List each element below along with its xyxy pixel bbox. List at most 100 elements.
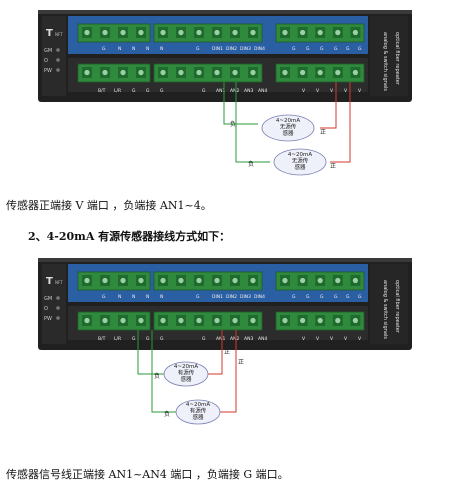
bottom-terminal-label: AN2 xyxy=(230,336,239,342)
led-label: GM xyxy=(44,296,52,302)
device-side-label: NFT xyxy=(55,280,63,285)
wire-red-2 xyxy=(330,82,351,163)
sensor-ellipse xyxy=(273,148,327,176)
terminal-screw xyxy=(102,277,108,284)
terminal-screw xyxy=(300,277,306,284)
terminal-screw xyxy=(352,69,358,76)
bottom-terminal-label: AN1 xyxy=(216,336,225,342)
sensor-label: 4~20mA xyxy=(186,402,210,408)
wire-green-2 xyxy=(235,82,270,163)
terminal-screw xyxy=(178,317,184,324)
terminal-screw xyxy=(250,69,256,76)
bottom-terminal-label: V xyxy=(330,88,334,94)
top-terminal-label: DIN4 xyxy=(254,294,265,300)
terminal-screw xyxy=(120,29,126,36)
brand-text: analog & switch signals xyxy=(382,280,388,339)
led-label: PW xyxy=(44,316,52,322)
terminal-screw xyxy=(178,29,184,36)
bottom-terminal-label: G xyxy=(146,88,150,94)
top-terminal-label: N xyxy=(146,294,149,300)
top-terminal-label: G xyxy=(292,46,296,52)
sensor-label: 无源传 xyxy=(280,123,297,131)
led-label: PW xyxy=(44,68,52,74)
terminal-screw xyxy=(160,69,166,76)
bottom-terminal-label: L/R xyxy=(114,336,121,342)
wire-green-1 xyxy=(223,82,258,125)
terminal-screw xyxy=(352,277,358,284)
bottom-terminal-label: V xyxy=(316,88,320,94)
terminal-screw xyxy=(102,69,108,76)
wire-green-1 xyxy=(137,330,166,375)
terminal-block-top xyxy=(153,23,263,43)
sensor-label: 感器 xyxy=(294,163,306,171)
wire-green-2 xyxy=(151,330,180,413)
terminal-screw xyxy=(300,29,306,36)
top-terminal-label: G xyxy=(306,46,310,52)
terminal-screw xyxy=(352,317,358,324)
top-terminal-label: G xyxy=(334,294,338,300)
led-indicator xyxy=(56,58,60,62)
top-terminal-label: N xyxy=(118,46,121,52)
terminal-screw xyxy=(196,29,202,36)
terminal-screw xyxy=(282,277,288,284)
bottom-terminal-label: V xyxy=(316,336,320,342)
sensor-label: 感器 xyxy=(192,413,204,421)
terminal-screw xyxy=(335,29,341,36)
led-indicator xyxy=(56,296,60,300)
led-indicator xyxy=(56,48,60,52)
bottom-terminal-label: AN2 xyxy=(230,88,239,94)
bottom-terminal-label: G xyxy=(132,336,136,342)
led-label: O xyxy=(44,306,48,312)
top-terminal-label: N xyxy=(132,46,135,52)
terminal-block-bottom xyxy=(77,311,151,331)
terminal-screw xyxy=(335,317,341,324)
terminal-screw xyxy=(160,317,166,324)
terminal-screw xyxy=(120,69,126,76)
bottom-terminal-label: V xyxy=(302,336,306,342)
terminal-screw xyxy=(138,277,144,284)
device-brand-panel xyxy=(370,16,408,96)
device-side-label: T xyxy=(46,28,53,39)
terminal-screw xyxy=(138,69,144,76)
bottom-terminal-label: L/R xyxy=(114,88,121,94)
bottom-terminal-label: V xyxy=(330,336,334,342)
top-terminal-label: G xyxy=(102,294,106,300)
terminal-screw xyxy=(335,69,341,76)
terminal-screw xyxy=(178,69,184,76)
device-side-label: T xyxy=(46,276,53,287)
bottom-terminal-label: G xyxy=(146,336,150,342)
terminal-screw xyxy=(250,317,256,324)
sensor-ellipse xyxy=(261,114,315,142)
terminal-screw xyxy=(178,277,184,284)
terminal-block-bottom xyxy=(153,311,263,331)
top-terminal-label: DIN4 xyxy=(254,46,265,52)
led-label: GM xyxy=(44,48,52,54)
positive-terminal-label: 正 xyxy=(224,349,230,356)
top-terminal-label: N xyxy=(160,294,163,300)
positive-terminal-label: 正 xyxy=(320,129,326,136)
section-heading-active-sensor: 2、4-20mA 有源传感器接线方式如下： xyxy=(28,230,231,243)
bottom-terminal-label: V xyxy=(302,88,306,94)
top-terminal-label: G xyxy=(334,46,338,52)
device-top-edge xyxy=(38,258,412,262)
negative-terminal-label: 负 xyxy=(248,160,254,168)
top-terminal-label: G xyxy=(320,294,324,300)
device-top-edge xyxy=(38,10,412,14)
terminal-screw xyxy=(160,29,166,36)
top-terminal-label: N xyxy=(118,294,121,300)
terminal-screw xyxy=(84,69,90,76)
terminal-screw xyxy=(196,69,202,76)
bottom-terminal-label: AN4 xyxy=(258,88,267,94)
device-left-panel xyxy=(42,16,66,96)
terminal-screw xyxy=(160,277,166,284)
terminal-screw xyxy=(317,277,323,284)
top-terminal-label: G xyxy=(196,294,200,300)
top-terminal-label: G xyxy=(102,46,106,52)
bottom-terminal-label: AN1 xyxy=(216,88,225,94)
top-terminal-label: G xyxy=(358,294,362,300)
brand-text: analog & switch signals xyxy=(382,32,388,91)
terminal-screw xyxy=(250,277,256,284)
terminal-block-top xyxy=(153,271,263,291)
